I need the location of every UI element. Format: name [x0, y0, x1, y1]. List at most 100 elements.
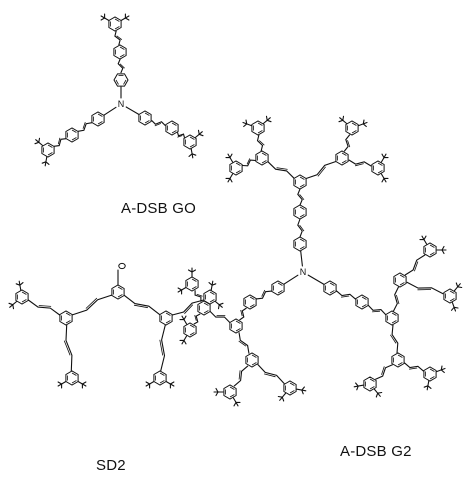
tert-butyl-stem — [382, 158, 385, 162]
tert-butyl-branch — [20, 283, 23, 286]
tert-butyl-branch — [458, 287, 462, 288]
vinylene-double-bond — [409, 368, 417, 369]
vinylene-linker — [210, 311, 230, 322]
tert-butyl-stem — [230, 174, 233, 178]
a-dsb-g2-structure: N — [178, 116, 462, 406]
vinylene-linker — [240, 308, 247, 320]
vinylene-linker — [258, 364, 285, 384]
tert-butyl-branch — [441, 370, 444, 373]
tert-butyl-stem — [437, 370, 442, 372]
aldehyde-oxygen — [119, 263, 125, 268]
tert-butyl-stem — [39, 142, 43, 145]
vinylene-linker — [234, 366, 248, 386]
vinylene-linker — [172, 300, 203, 315]
tert-butyl-stem — [191, 149, 192, 154]
tert-butyl-stem — [452, 303, 454, 308]
vinylene-double-bond — [39, 306, 51, 307]
nitrogen-atom: N — [300, 267, 307, 277]
tert-butyl-branch — [382, 178, 384, 182]
tert-butyl-stem — [182, 288, 186, 291]
tert-butyl-stem — [282, 393, 285, 397]
tert-butyl-branch — [39, 138, 40, 142]
tert-butyl-stem — [78, 382, 82, 385]
tert-butyl-stem — [105, 18, 109, 21]
a-dsb-g0-structure: N — [35, 14, 203, 166]
vinylene-linker — [72, 295, 111, 315]
tert-butyl-branch — [267, 120, 271, 121]
label-sd2: SD2 — [96, 457, 126, 474]
tert-butyl-stem — [263, 120, 267, 123]
tert-butyl-stem — [428, 381, 429, 386]
tert-butyl-stem — [211, 285, 212, 290]
tert-butyl-stem — [424, 240, 427, 244]
tert-butyl-stem — [62, 382, 66, 385]
tert-butyl-branch — [58, 382, 62, 384]
vinylene-double-bond — [372, 311, 380, 312]
tert-butyl-stem — [184, 320, 187, 324]
tert-butyl-stem — [184, 336, 187, 340]
tert-butyl-branch — [424, 236, 426, 240]
label-a-dsb-g2: A-DSB G2 — [340, 443, 412, 460]
tert-butyl-stem — [247, 124, 252, 126]
tert-butyl-branch — [343, 116, 344, 120]
vinylene-linker — [28, 300, 59, 315]
n-aryl-bond — [104, 107, 116, 115]
tert-butyl-stem — [195, 134, 199, 137]
tert-butyl-branch — [230, 154, 232, 158]
tert-butyl-branch — [363, 124, 366, 127]
label-a-dsb-g0: A-DSB GO — [121, 200, 196, 217]
vinylene-linker — [54, 139, 66, 147]
tert-butyl-branch — [452, 307, 455, 310]
tert-butyl-stem — [230, 158, 233, 162]
nitrogen-atom: N — [118, 99, 125, 109]
vinylene-linker — [404, 363, 423, 371]
tert-butyl-stem — [358, 385, 363, 386]
tert-butyl-branch — [234, 402, 236, 406]
vinylene-linker — [344, 135, 350, 152]
tert-butyl-branch — [125, 18, 128, 20]
tert-butyl-stem — [382, 174, 385, 178]
vinylene-linker — [195, 290, 201, 301]
vinylene-linker — [268, 162, 294, 179]
vinylene-linker — [349, 160, 372, 166]
tert-butyl-branch — [199, 134, 203, 135]
n-aryl-bond — [301, 251, 303, 266]
tert-butyl-stem — [343, 120, 347, 123]
n-aryl-bond — [284, 275, 298, 284]
tert-butyl-stem — [150, 382, 154, 385]
tert-butyl-stem — [359, 124, 364, 126]
tert-butyl-branch — [178, 288, 182, 290]
tert-butyl-branch — [246, 120, 247, 124]
vinylene-linker — [124, 295, 160, 314]
vinylene-linker — [152, 120, 166, 125]
vinylene-linker — [407, 282, 444, 294]
tert-butyl-stem — [297, 389, 302, 390]
vinylene-linker — [405, 255, 425, 275]
tert-butyl-branch — [376, 393, 377, 397]
vinylene-linker — [336, 291, 355, 299]
vinylene-double-bond — [239, 370, 240, 379]
tert-butyl-stem — [166, 382, 170, 385]
tert-butyl-stem — [46, 157, 47, 162]
vinylene-linker — [368, 305, 386, 314]
tert-butyl-stem — [13, 302, 17, 305]
tert-butyl-branch — [278, 397, 282, 398]
tert-butyl-stem — [234, 398, 237, 402]
vinylene-linker — [239, 332, 249, 353]
tert-butyl-branch — [219, 305, 220, 309]
tert-butyl-stem — [455, 287, 458, 291]
tert-butyl-stem — [375, 389, 378, 393]
tert-butyl-stem — [215, 302, 219, 305]
vinylene-double-bond — [341, 296, 349, 297]
n-aryl-bond — [126, 107, 139, 115]
tert-butyl-branch — [189, 154, 192, 157]
vinylene-double-bond — [86, 298, 97, 308]
tert-butyl-branch — [356, 383, 359, 386]
vinylene-linker — [306, 162, 336, 179]
n-aryl-bond — [308, 275, 324, 284]
tert-butyl-branch — [9, 303, 13, 304]
tert-butyl-stem — [20, 285, 21, 290]
tert-butyl-branch — [146, 382, 150, 384]
